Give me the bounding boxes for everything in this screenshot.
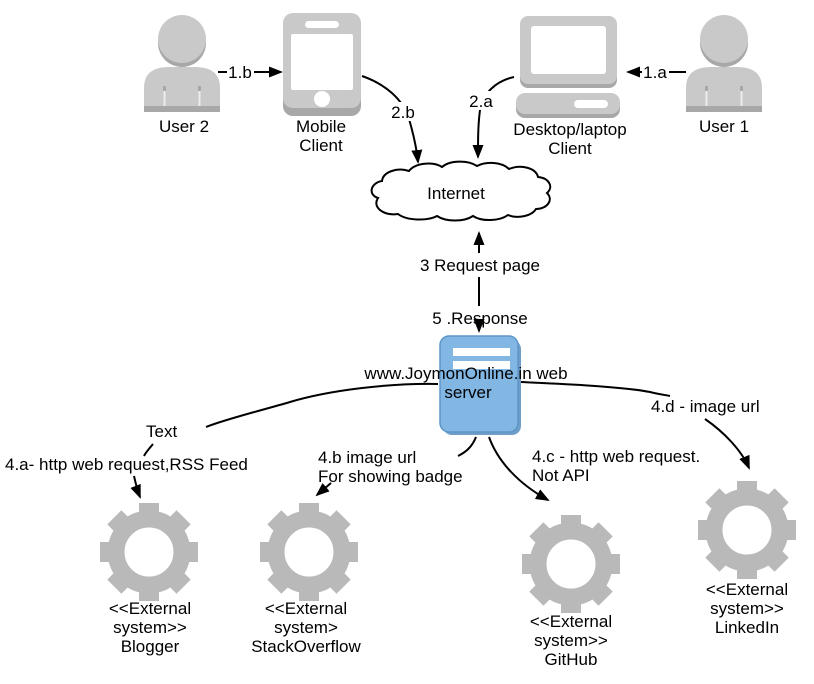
server-to-linkedin-curve [520,381,671,397]
server-to-blogger-text-label: Text [146,422,177,441]
user1-to-desktop-label: 1.a [643,63,667,82]
desktop-client-icon [516,16,620,118]
mobile-to-internet-label-bg [388,102,419,121]
desktop-to-internet-label: 2.a [469,92,493,111]
mobile-client-label-line1: Mobile [296,117,346,136]
linkedin-label-line3: LinkedIn [715,618,779,637]
blogger-label-line3: Blogger [121,637,180,656]
desktop-client-label-line1: Desktop/laptop [513,120,626,139]
linkedin-arrow [704,418,750,470]
internet-cloud [370,160,552,222]
user2-to-mobile-label-bg [227,62,254,81]
web-server-label-line2: server [444,383,492,402]
desktop-to-internet-arrow [472,76,515,159]
web-server-label-line1: www.JoymonOnline.in web [363,364,567,383]
user1-label: User 1 [699,117,749,136]
server-to-blogger-dash [143,443,154,457]
github-label-line3: GitHub [545,650,598,669]
server-to-linkedin-label: 4.d - image url [651,397,760,416]
blogger-label-line1: <<External [109,599,191,618]
desktop-to-internet-label-bg [466,91,497,110]
web-server-icon [439,335,521,435]
stackoverflow-label-line2: system> [274,618,338,637]
server-to-stackoverflow-label-line2: For showing badge [318,467,463,486]
stackoverflow-arrow [315,482,332,497]
user2-person-icon [143,14,221,113]
server-to-github-label-line2: Not API [532,466,590,485]
stackoverflow-gear-icon [260,503,358,601]
request-label: 3 Request page [420,256,540,275]
server-bottom-hook [457,436,477,457]
user1-to-desktop-label-bg [642,62,669,81]
desktop-client-label-line2: Client [548,139,592,158]
stackoverflow-label-line1: <<External [265,599,347,618]
github-label-line2: system>> [534,631,608,650]
server-to-stackoverflow-label-line1: 4.b image url [318,448,416,467]
github-label-line1: <<External [530,612,612,631]
blogger-arrow [130,475,141,499]
blogger-gear-icon [100,503,198,601]
user1-person-icon [685,14,763,113]
response-label: 5 .Response [432,309,527,328]
internet-label: Internet [427,184,485,203]
server-to-blogger-request-label: 4.a- http web request,RSS Feed [5,455,248,474]
linkedin-label-line2: system>> [710,599,784,618]
user2-to-mobile-label: 1.b [228,63,252,82]
linkedin-gear-icon [698,481,796,579]
mobile-client-icon [283,13,361,116]
stackoverflow-label-line3: StackOverflow [251,637,361,656]
server-to-blogger-curve [205,382,439,428]
mobile-to-internet-label: 2.b [391,103,415,122]
github-gear-icon [522,515,620,613]
server-to-github-label-line1: 4.c - http web request. [532,447,700,466]
blogger-label-line2: system>> [113,618,187,637]
linkedin-label-line1: <<External [706,580,788,599]
mobile-client-label-line2: Client [299,136,343,155]
github-arrow [488,436,550,501]
user2-label: User 2 [159,117,209,136]
